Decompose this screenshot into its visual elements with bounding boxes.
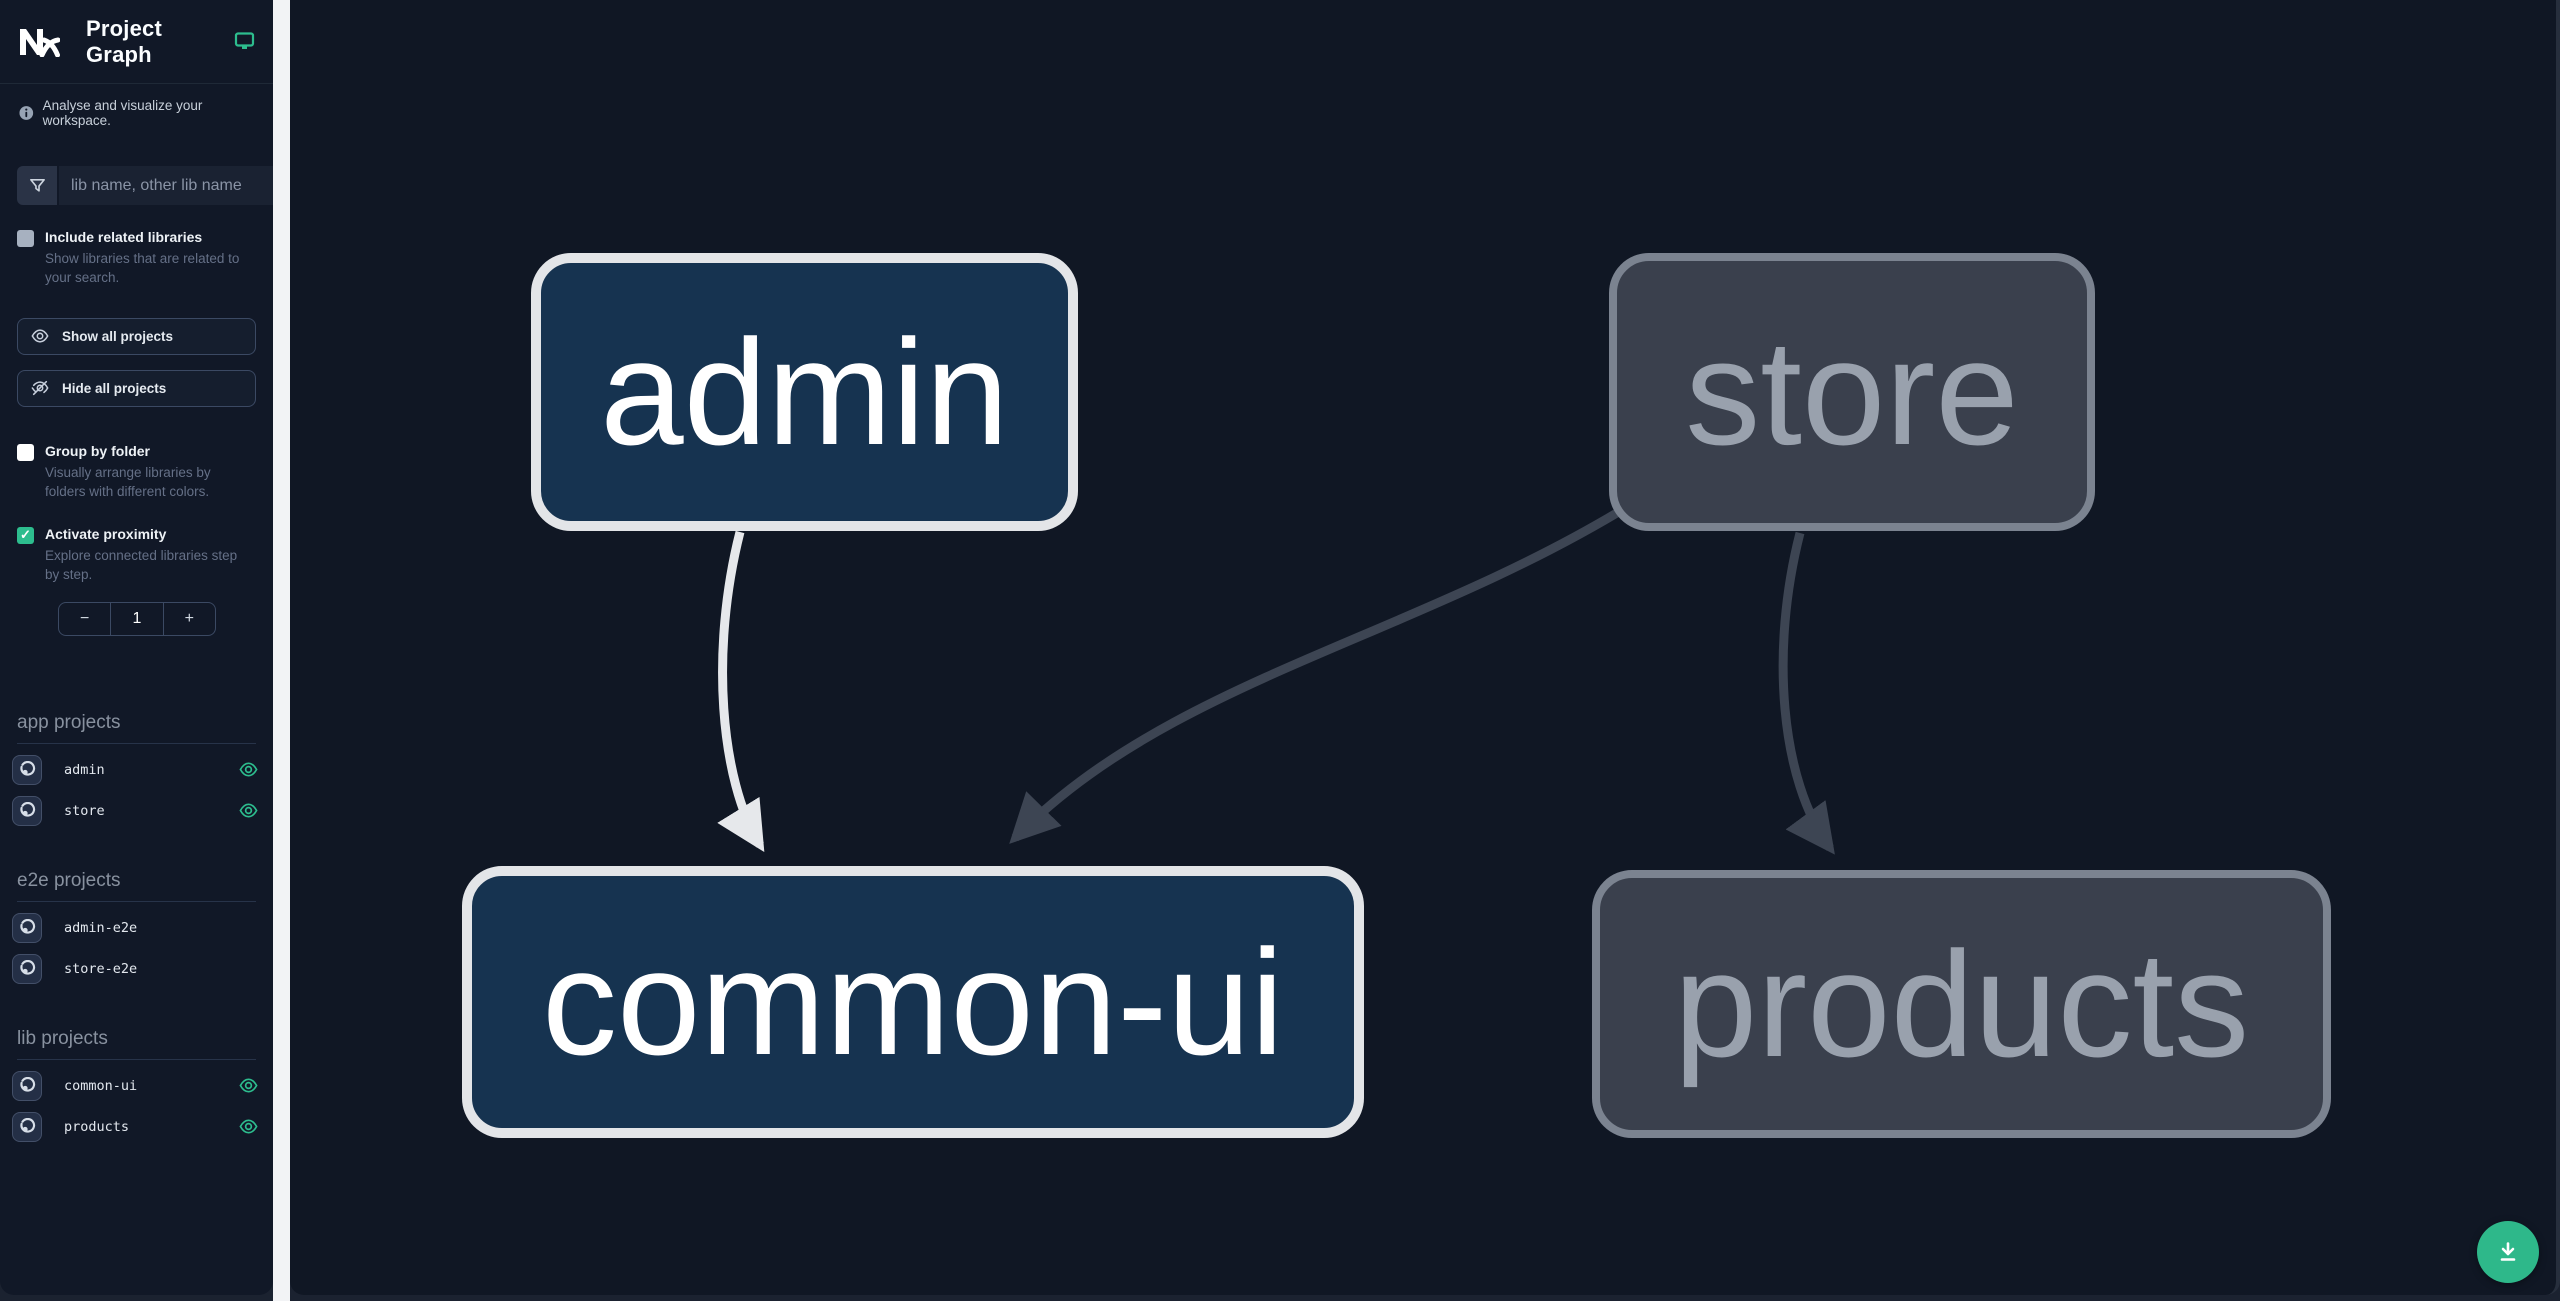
focus-icon xyxy=(20,959,36,975)
focus-project-button[interactable] xyxy=(12,912,42,943)
search-bar xyxy=(17,166,273,205)
focus-icon xyxy=(20,1076,36,1092)
eye-icon xyxy=(31,329,49,343)
node-label: store xyxy=(1685,307,2019,476)
download-image-button[interactable] xyxy=(2477,1221,2539,1283)
sidebar-header: Project Graph xyxy=(0,0,273,84)
info-icon xyxy=(19,106,34,120)
eye-off-icon xyxy=(31,381,49,396)
section-title-e2e-projects: e2e projects xyxy=(17,870,256,902)
graph-node-products[interactable]: products xyxy=(1592,870,2331,1138)
edge-store-to-common-ui xyxy=(1009,501,1633,844)
show-all-projects-label: Show all projects xyxy=(62,328,174,344)
tagline: Analyse and visualize your workspace. xyxy=(0,98,273,128)
graph-node-common-ui[interactable]: common-ui xyxy=(462,866,1364,1138)
include-related-description: Show libraries that are related to your … xyxy=(45,251,240,285)
project-row-admin: admin xyxy=(12,754,261,785)
toggle-visibility-eye-icon[interactable] xyxy=(239,801,258,820)
tagline-text: Analyse and visualize your workspace. xyxy=(42,98,203,128)
node-label: common-ui xyxy=(542,917,1284,1086)
include-related-row: Include related libraries Show libraries… xyxy=(17,229,256,288)
focus-project-button[interactable] xyxy=(12,1070,42,1101)
proximity-stepper: − 1 + xyxy=(58,601,216,636)
project-row-admin-e2e: admin-e2e xyxy=(12,912,261,943)
group-by-folder-description: Visually arrange libraries by folders wi… xyxy=(45,464,211,499)
project-row-common-ui: common-ui xyxy=(12,1070,261,1101)
stepper-decrement-button[interactable]: − xyxy=(79,609,90,627)
activate-proximity-row: ✓ Activate proximity Explore connected l… xyxy=(17,526,256,585)
page-title: Project Graph xyxy=(86,15,162,67)
focus-icon xyxy=(20,1117,36,1133)
graph-edges xyxy=(717,501,1835,855)
graph-canvas[interactable]: admin store common-ui products xyxy=(290,0,2560,1295)
stepper-increment-button[interactable]: + xyxy=(184,609,194,627)
focus-project-button[interactable] xyxy=(12,1111,42,1142)
sidebar-resize-divider[interactable] xyxy=(273,0,290,1301)
project-name: common-ui xyxy=(64,1077,138,1094)
project-row-store: store xyxy=(12,795,261,826)
graph-node-admin[interactable]: admin xyxy=(531,253,1078,531)
project-name: products xyxy=(64,1118,130,1135)
nx-logo-icon xyxy=(20,28,60,57)
focus-icon xyxy=(20,918,36,934)
group-by-folder-label: Group by folder xyxy=(45,442,150,459)
activate-proximity-checkbox[interactable]: ✓ xyxy=(17,526,34,544)
activate-proximity-description: Explore connected libraries step by step… xyxy=(45,547,238,582)
filter-funnel-icon xyxy=(17,166,59,205)
focus-project-button[interactable] xyxy=(12,795,42,826)
download-icon xyxy=(2500,1242,2516,1261)
project-name: store-e2e xyxy=(64,960,138,977)
focus-icon xyxy=(20,760,36,776)
sidebar: Project Graph Analyse and visualize your… xyxy=(0,0,273,1295)
checkmark-icon: ✓ xyxy=(20,527,31,543)
focus-project-button[interactable] xyxy=(12,953,42,984)
node-label: admin xyxy=(600,307,1009,476)
stepper-value: 1 xyxy=(110,602,164,635)
graph-node-store[interactable]: store xyxy=(1609,253,2095,531)
hide-all-projects-button[interactable]: Hide all projects xyxy=(17,369,256,407)
group-by-folder-row: Group by folder Visually arrange librari… xyxy=(17,443,256,502)
toggle-visibility-eye-icon[interactable] xyxy=(239,760,258,779)
include-related-label: Include related libraries xyxy=(45,229,203,245)
focus-project-button[interactable] xyxy=(12,754,42,785)
show-all-projects-button[interactable]: Show all projects xyxy=(17,317,256,355)
node-label: products xyxy=(1673,919,2250,1088)
focus-icon xyxy=(20,801,36,817)
project-name: admin-e2e xyxy=(64,919,138,936)
toggle-visibility-eye-icon[interactable] xyxy=(239,1076,258,1095)
section-title-lib-projects: lib projects xyxy=(17,1028,256,1060)
hide-all-projects-label: Hide all projects xyxy=(62,380,167,396)
activate-proximity-label: Activate proximity xyxy=(45,525,167,542)
toggle-visibility-eye-icon[interactable] xyxy=(239,1117,258,1136)
project-row-products: products xyxy=(12,1111,261,1142)
group-by-folder-checkbox[interactable] xyxy=(17,443,34,461)
project-row-store-e2e: store-e2e xyxy=(12,953,261,984)
project-name: admin xyxy=(64,761,105,778)
monitor-icon[interactable] xyxy=(234,31,255,52)
edge-admin-to-common-ui xyxy=(717,530,765,853)
search-input[interactable] xyxy=(59,166,273,205)
project-name: store xyxy=(64,802,105,819)
edge-store-to-products xyxy=(1778,531,1835,855)
include-related-checkbox[interactable] xyxy=(17,230,34,247)
section-title-app-projects: app projects xyxy=(17,712,256,744)
